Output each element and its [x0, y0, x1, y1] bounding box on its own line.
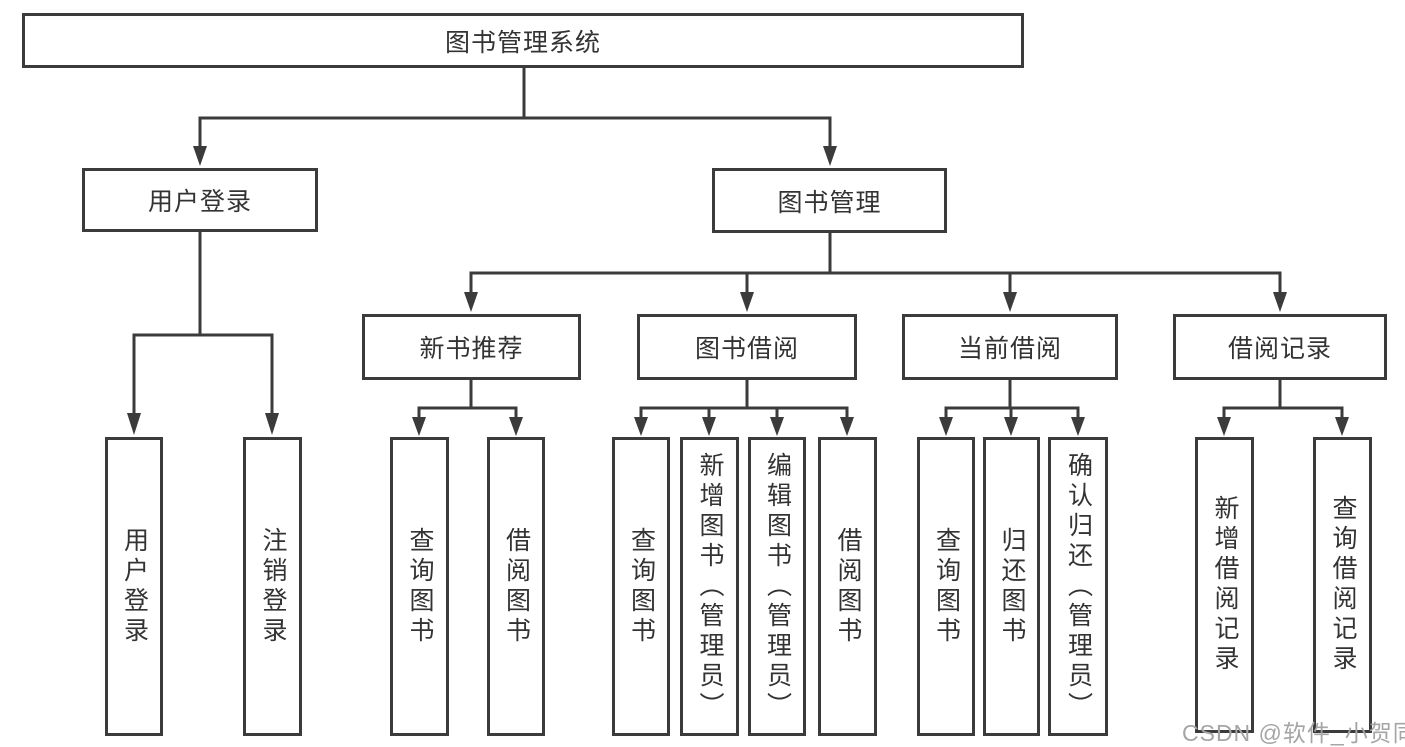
leaf-borrow-edit-books-admin: 编辑图书（管理员） [748, 437, 806, 736]
leaf-borrow-add-books-admin: 新增图书（管理员） [680, 437, 739, 736]
leaf-logout: 注销登录 [243, 437, 302, 736]
node-book-management: 图书管理 [712, 168, 947, 233]
leaf-records-query-record: 查询借阅记录 [1313, 437, 1372, 733]
leaf-records-add-record: 新增借阅记录 [1195, 437, 1254, 733]
leaf-current-query-books: 查询图书 [917, 437, 975, 736]
node-new-book-recommend: 新书推荐 [362, 314, 581, 380]
leaf-borrow-borrow-books: 借阅图书 [818, 437, 877, 736]
leaf-newrec-borrow-books: 借阅图书 [487, 437, 545, 736]
node-current-borrow: 当前借阅 [902, 314, 1118, 380]
leaf-borrow-query-books: 查询图书 [612, 437, 670, 736]
node-borrow-records: 借阅记录 [1173, 314, 1387, 380]
leaf-user-login: 用户登录 [105, 437, 163, 736]
watermark: CSDN @软件_小贺同学 [1182, 720, 1405, 746]
leaf-current-return-books: 归还图书 [983, 437, 1040, 736]
leaf-newrec-query-books: 查询图书 [390, 437, 449, 736]
node-book-borrow: 图书借阅 [637, 314, 857, 380]
leaf-current-confirm-return-admin: 确认归还（管理员） [1048, 437, 1108, 736]
node-user-login: 用户登录 [82, 168, 318, 232]
node-root-system: 图书管理系统 [22, 13, 1024, 68]
